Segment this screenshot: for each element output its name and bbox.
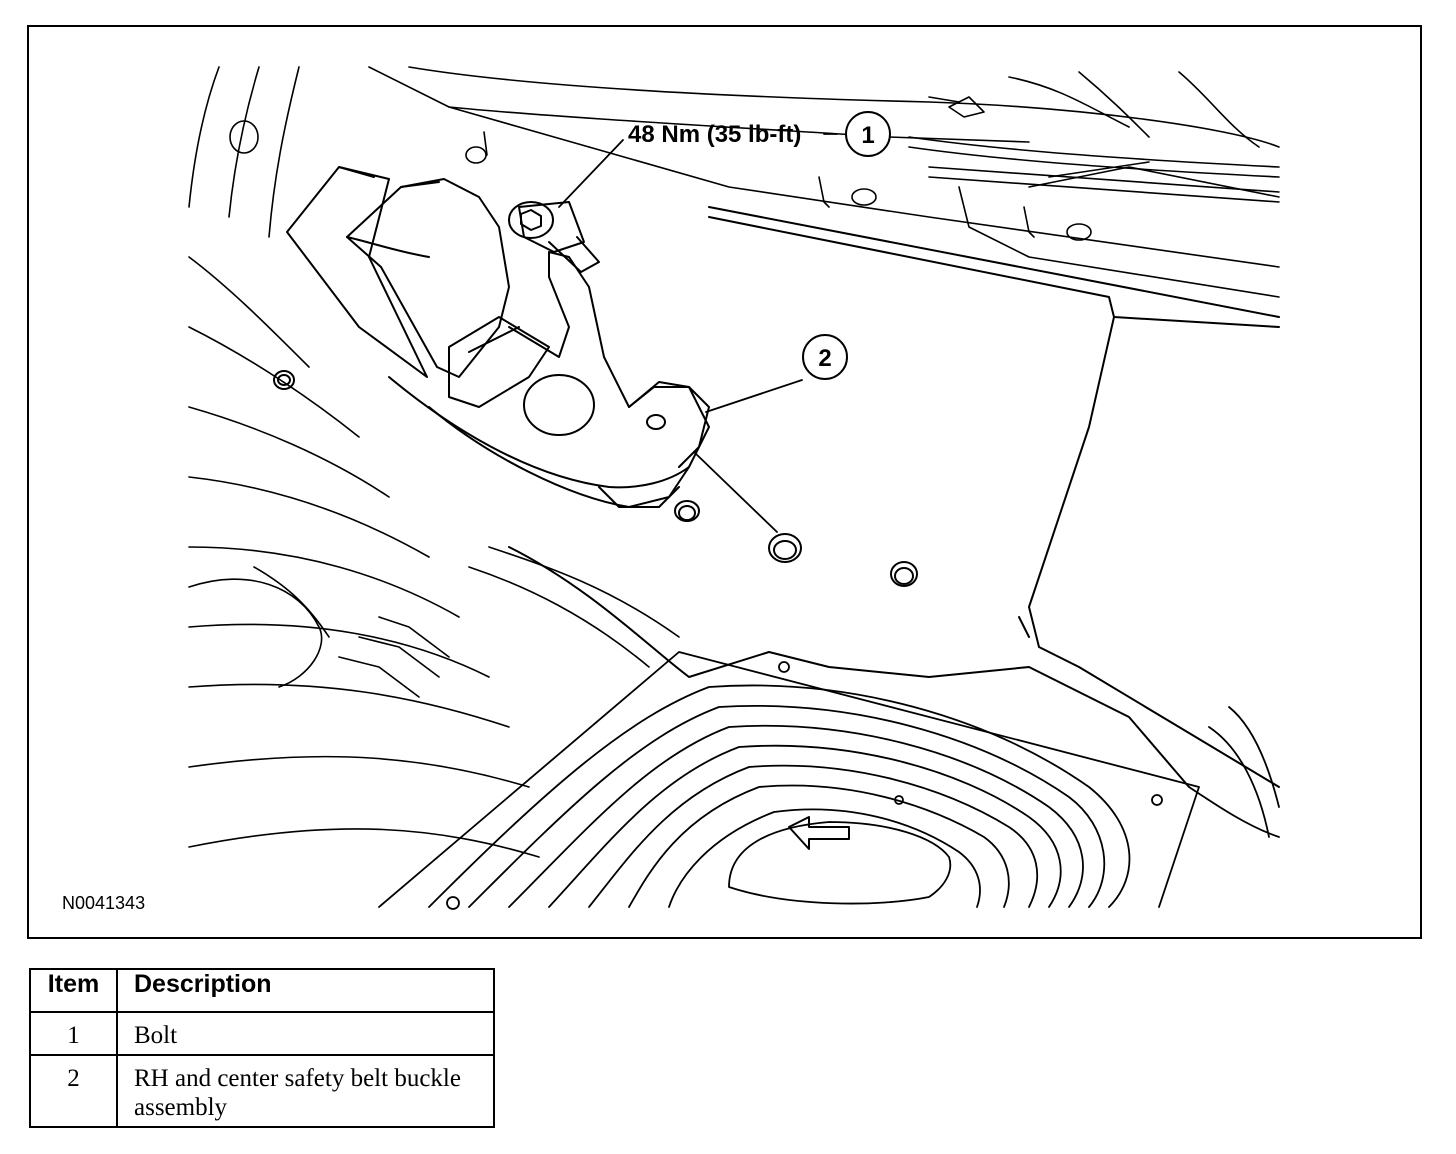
legend-row: 1 Bolt [29, 1011, 495, 1056]
seat-belt-buckle-illustration: 1 48 Nm (35 lb-ft) 2 [188, 66, 1280, 910]
legend-row: 2 RH and center safety belt buckle assem… [29, 1054, 495, 1128]
legend-item-number: 2 [29, 1054, 118, 1128]
legend-header-item: Item [29, 968, 118, 1013]
floor-holes [273, 370, 918, 587]
load-floor-panel [508, 206, 1280, 788]
floor-pan-lines [188, 66, 680, 858]
legend-item-description: Bolt [116, 1011, 495, 1056]
legend-item-number: 1 [29, 1011, 118, 1056]
legend-header-row: Item Description [29, 968, 495, 1013]
figure-frame: 1 48 Nm (35 lb-ft) 2 N0041343 [27, 25, 1422, 939]
leader-lines [558, 133, 838, 533]
bolt-head-shape [518, 201, 585, 253]
parcel-shelf-lines [229, 66, 1280, 298]
legend-item-description: RH and center safety belt buckle assembl… [116, 1054, 495, 1128]
callout-2-number: 2 [818, 345, 831, 372]
callout-1-number: 1 [861, 122, 874, 149]
legend-table: Item Description 1 Bolt 2 RH and center … [29, 968, 495, 1128]
torque-spec-label: 48 Nm (35 lb-ft) [628, 121, 801, 148]
callout-1: 1 48 Nm (35 lb-ft) [628, 111, 891, 157]
safety-belt-buckle-assembly [286, 166, 710, 508]
legend-header-description: Description [116, 968, 495, 1013]
figure-id: N0041343 [62, 893, 146, 913]
spare-tire-well [378, 651, 1280, 910]
callout-2: 2 [802, 334, 848, 380]
